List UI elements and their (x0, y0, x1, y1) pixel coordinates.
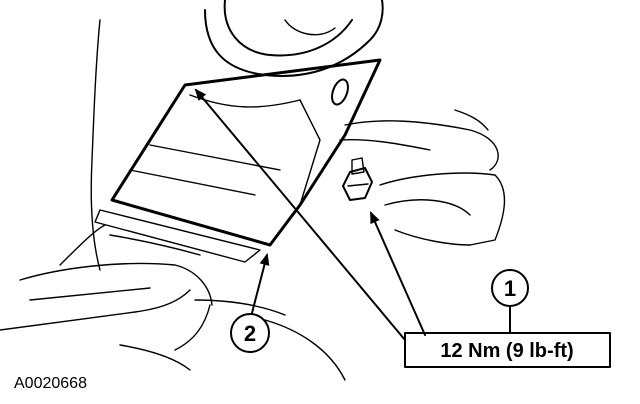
bracket (110, 58, 382, 247)
torque-spec-box: 12 Nm (9 lb-ft) (404, 332, 611, 368)
callout-1-label: 1 (504, 276, 516, 301)
leader-arrow-bolt (370, 211, 426, 336)
leader-lines (194, 88, 426, 341)
torque-spec-text: 12 Nm (9 lb-ft) (440, 340, 573, 362)
figure-id: A0020668 (14, 375, 87, 392)
leader-arrow-bracket-edge (251, 253, 270, 314)
leader-arrow-bracket-top (194, 88, 406, 341)
background-linework (0, 0, 506, 381)
callout-1: 1 (491, 269, 529, 334)
bolt (342, 157, 373, 201)
callout-2: 2 (230, 313, 270, 353)
callout-2-label: 2 (244, 321, 256, 346)
